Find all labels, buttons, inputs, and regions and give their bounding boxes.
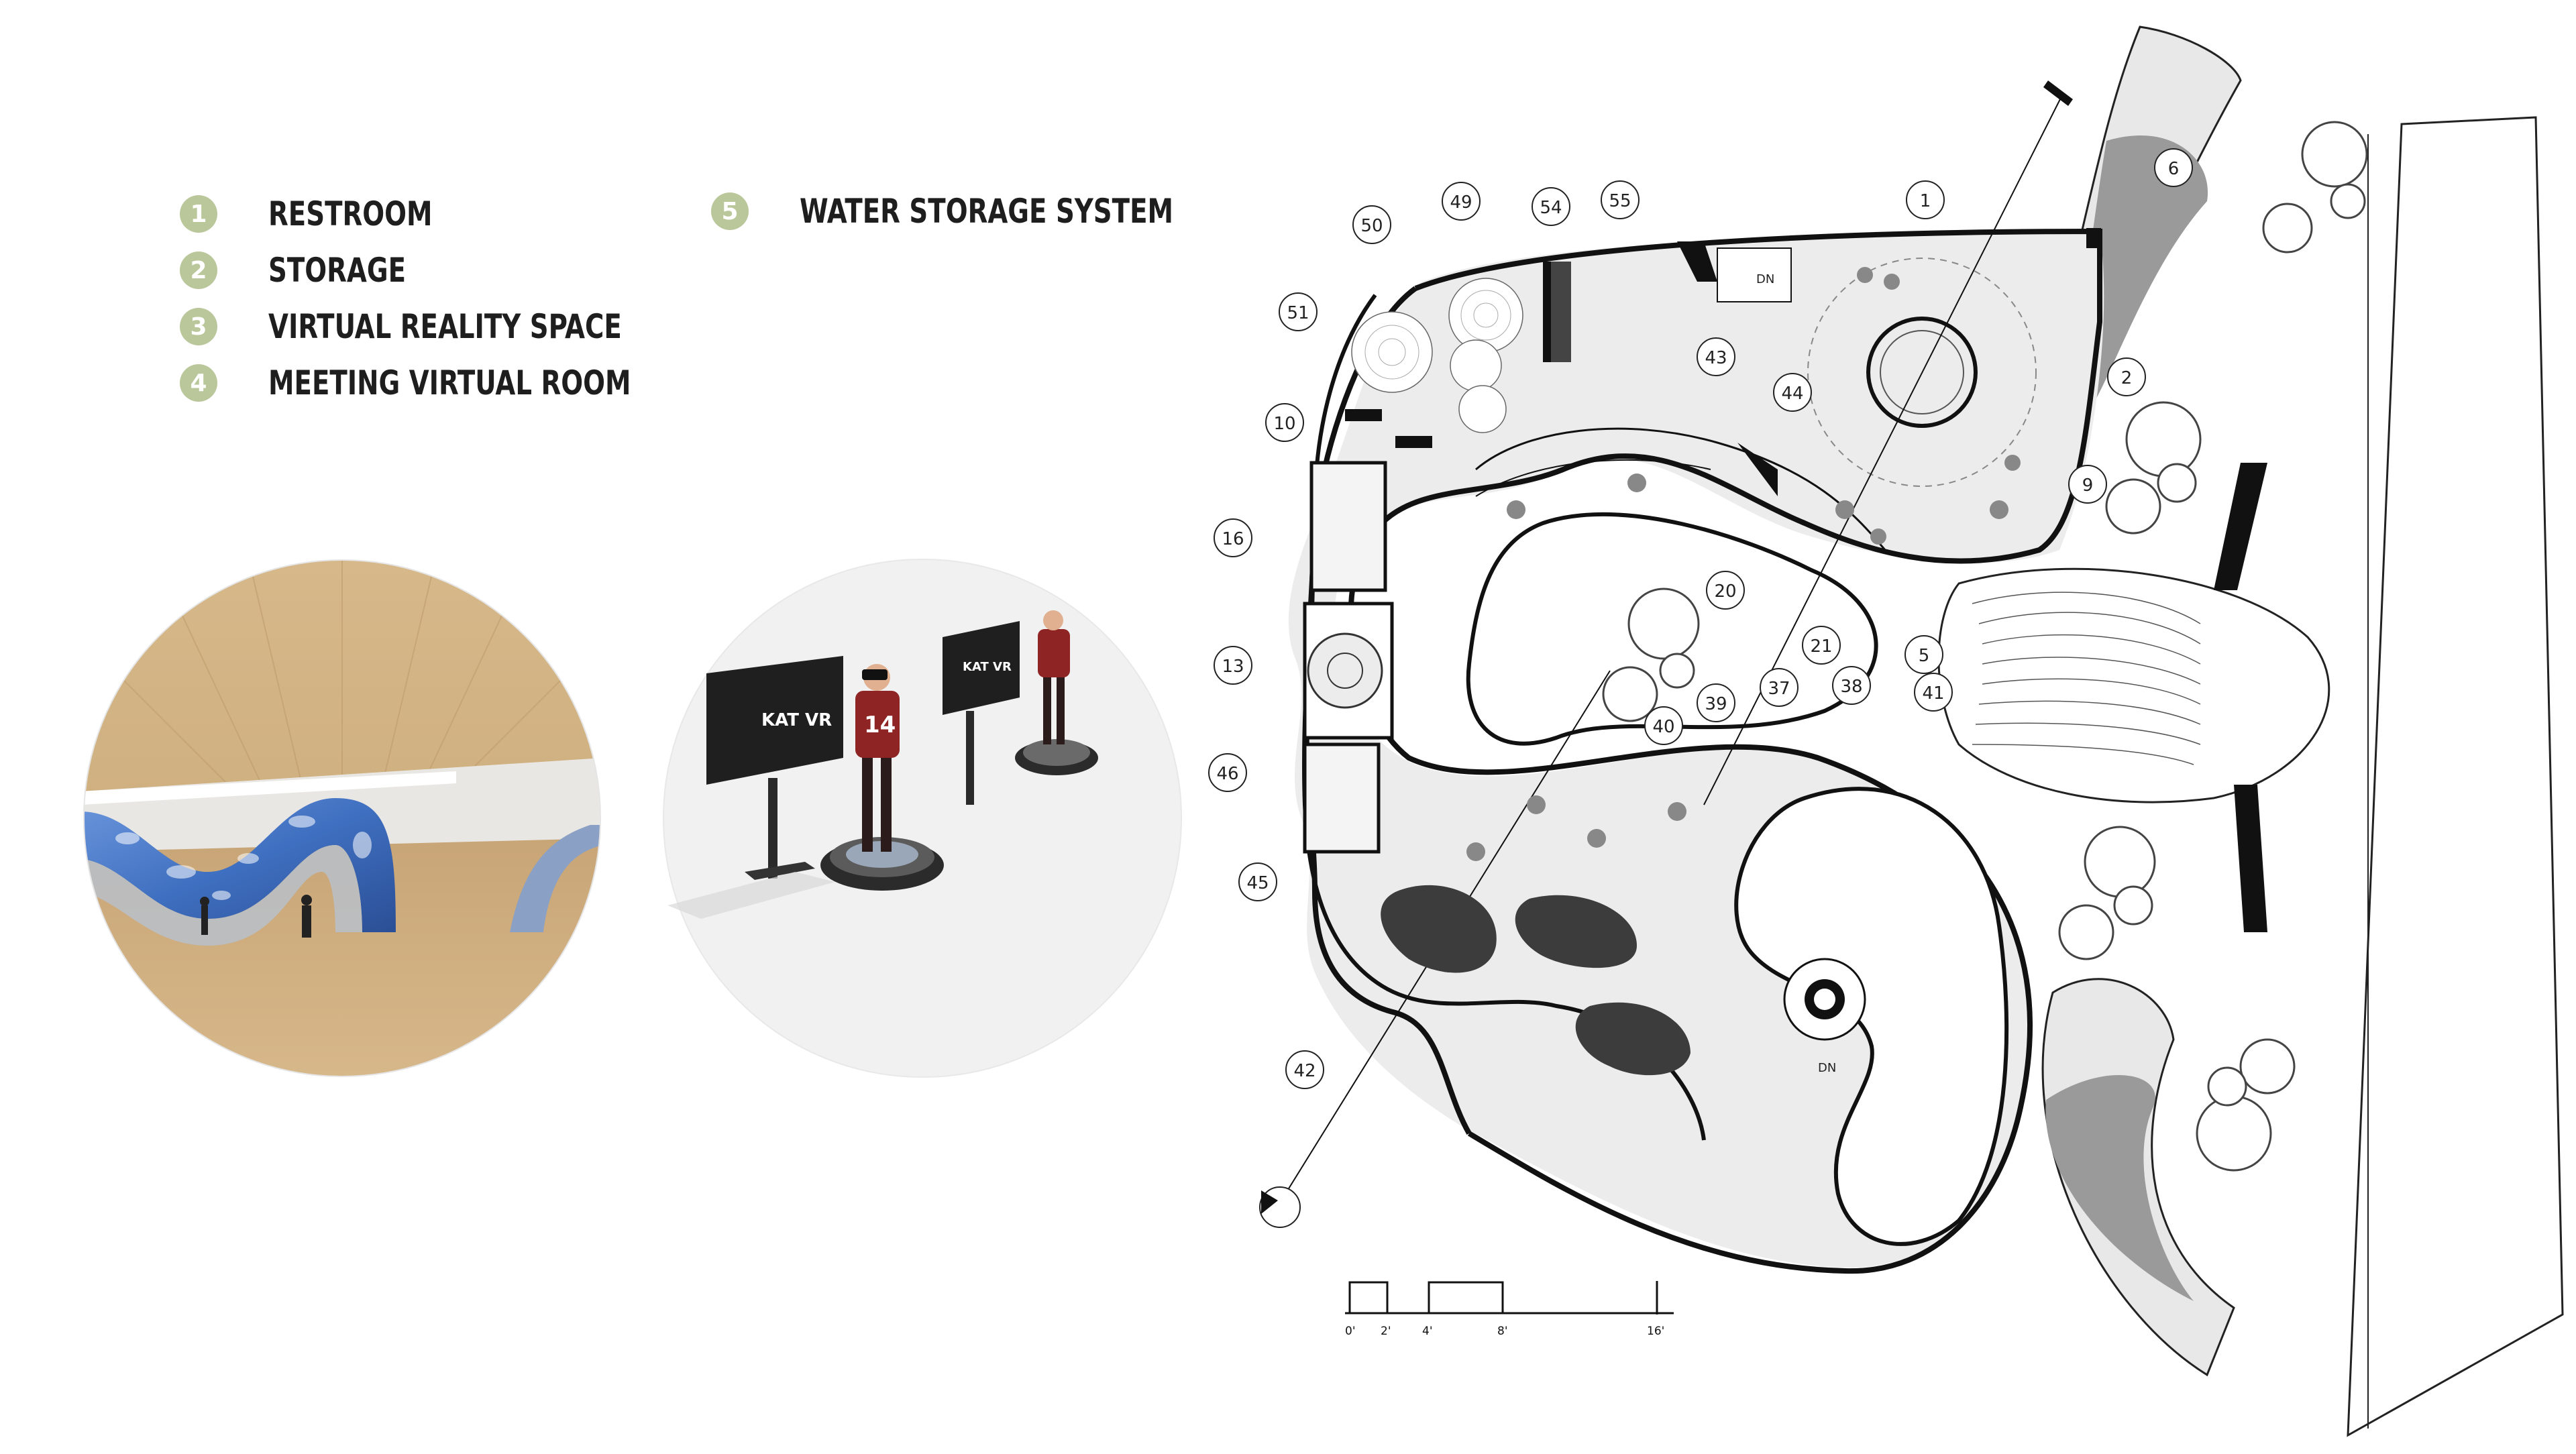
svg-text:5: 5 [1919, 646, 1930, 666]
vr-screen-brand: KAT VR [761, 710, 832, 730]
svg-text:38: 38 [1840, 677, 1862, 697]
svg-text:40: 40 [1652, 717, 1674, 737]
vr-screen-right: KAT VR [943, 621, 1020, 805]
legend-label: RESTROOM [268, 194, 433, 233]
legend-label: MEETING VIRTUAL ROOM [268, 364, 631, 402]
legend-item-water-storage-system: 5 WATER STORAGE SYSTEM [711, 192, 1234, 231]
stair-label-bottom: DN [1818, 1061, 1836, 1075]
callout-46: 46 [1208, 753, 1247, 792]
svg-text:50: 50 [1360, 216, 1383, 236]
svg-text:10: 10 [1273, 414, 1295, 434]
callout-54: 54 [1532, 187, 1570, 226]
callout-39: 39 [1697, 683, 1735, 722]
person-figures [200, 895, 312, 938]
scale-tick-label: 2' [1381, 1325, 1391, 1338]
legend-label: VIRTUAL REALITY SPACE [268, 307, 622, 346]
vr-treadmill-back [1015, 610, 1098, 775]
callout-40: 40 [1644, 706, 1683, 745]
svg-text:54: 54 [1540, 198, 1562, 218]
scale-bar [1345, 1281, 1674, 1315]
callout-38: 38 [1832, 666, 1871, 705]
svg-text:55: 55 [1609, 191, 1631, 211]
svg-text:43: 43 [1705, 348, 1727, 368]
callout-43: 43 [1697, 337, 1735, 376]
callout-50: 50 [1352, 205, 1391, 244]
scale-tick-label: 8' [1497, 1325, 1508, 1338]
trees [1602, 121, 2368, 1172]
svg-text:37: 37 [1768, 679, 1790, 699]
svg-text:9: 9 [2082, 476, 2094, 496]
legend-number-badge: 5 [711, 192, 749, 230]
legend-label: WATER STORAGE SYSTEM [800, 192, 1174, 231]
svg-text:46: 46 [1216, 764, 1238, 784]
callout-2: 2 [2107, 357, 2146, 396]
callout-9: 9 [2068, 465, 2107, 504]
interior-render-vignette [83, 559, 601, 1077]
svg-text:16: 16 [1222, 529, 1244, 549]
svg-text:45: 45 [1246, 873, 1269, 893]
svg-text:49: 49 [1450, 192, 1472, 213]
callout-20: 20 [1706, 571, 1745, 610]
callout-5: 5 [1904, 635, 1943, 674]
svg-text:20: 20 [1714, 581, 1736, 602]
voronoi-pods [1381, 885, 1690, 1076]
vr-screen-left: KAT VR [667, 656, 843, 919]
svg-text:KAT VR: KAT VR [963, 660, 1012, 674]
scale-tick-label: 4' [1422, 1325, 1433, 1338]
callout-44: 44 [1773, 373, 1812, 412]
legend-label: STORAGE [268, 251, 407, 290]
jersey-number: 14 [864, 712, 896, 738]
scale-tick-label: 16' [1647, 1325, 1664, 1338]
legend-item-storage: 2 STORAGE [180, 251, 428, 290]
vr-treadmill-vignette: KAT VR KAT VR 14 [663, 559, 1182, 1078]
svg-text:1: 1 [1920, 191, 1931, 211]
callout-51: 51 [1279, 292, 1318, 331]
callout-45: 45 [1238, 862, 1277, 901]
stair-label-top: DN [1756, 272, 1774, 286]
callout-6: 6 [2154, 148, 2193, 187]
callout-55: 55 [1601, 180, 1640, 219]
svg-text:41: 41 [1922, 683, 1944, 704]
callout-37: 37 [1760, 668, 1799, 707]
north-arrow-icon [1259, 1186, 1301, 1228]
svg-text:6: 6 [2168, 159, 2180, 179]
callout-1: 1 [1906, 180, 1945, 219]
plan-drawing: DN DN [1281, 25, 2564, 1437]
callout-49: 49 [1442, 182, 1481, 221]
callouts: 1 2 5 6 9 10 13 16 20 21 37 38 39 40 41 … [1208, 148, 2193, 1089]
svg-text:51: 51 [1287, 303, 1309, 323]
callout-10: 10 [1265, 403, 1304, 442]
vr-treadmill-front: 14 [820, 664, 944, 891]
legend-item-virtual-reality-space: 3 VIRTUAL REALITY SPACE [180, 307, 680, 346]
callout-41: 41 [1914, 673, 1953, 712]
wave-sculpture [84, 798, 396, 932]
svg-text:39: 39 [1705, 694, 1727, 714]
legend-number-badge: 2 [180, 251, 217, 289]
svg-text:21: 21 [1810, 636, 1832, 657]
wave-sculpture-far [510, 825, 600, 932]
callout-21: 21 [1802, 626, 1841, 665]
callout-13: 13 [1214, 646, 1252, 685]
svg-text:2: 2 [2121, 368, 2133, 388]
legend-number-badge: 3 [180, 308, 217, 345]
scale-tick-label: 0' [1345, 1325, 1356, 1338]
callout-16: 16 [1214, 518, 1252, 557]
legend-item-meeting-virtual-room: 4 MEETING VIRTUAL ROOM [180, 364, 690, 402]
stair [1783, 958, 1866, 1041]
svg-text:42: 42 [1293, 1061, 1316, 1081]
legend-item-restroom: 1 RESTROOM [180, 194, 459, 233]
svg-text:44: 44 [1781, 384, 1803, 404]
legend-number-badge: 1 [180, 195, 217, 233]
legend-number-badge: 4 [180, 364, 217, 402]
callout-42: 42 [1285, 1050, 1324, 1089]
svg-text:13: 13 [1222, 657, 1244, 677]
